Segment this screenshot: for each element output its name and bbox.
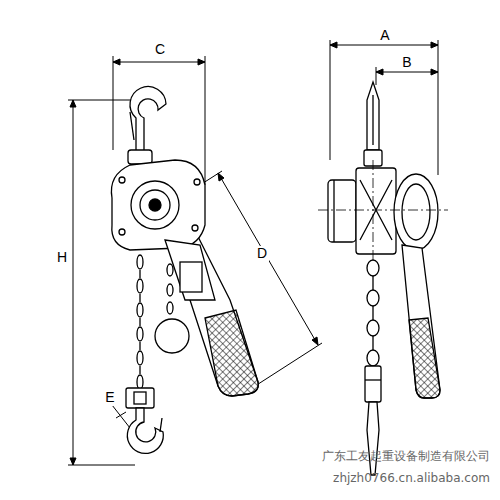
watermark: 广东工友起重设备制造有限公司 [320, 450, 492, 463]
dimension-letter: B [400, 55, 413, 70]
dimension-letter: A [378, 28, 391, 43]
side-view-hoist [111, 87, 258, 454]
dimension-letter: H [55, 250, 69, 265]
dimension-letter: D [255, 246, 269, 261]
front-view-hoist [318, 82, 448, 475]
dimension-letter: C [153, 42, 167, 57]
dimension-a-b [330, 40, 438, 175]
load-chain-front [367, 260, 379, 366]
watermark: zhjzh0766.cn.alibaba.com [331, 472, 492, 485]
dimension-letter: E [103, 390, 116, 405]
